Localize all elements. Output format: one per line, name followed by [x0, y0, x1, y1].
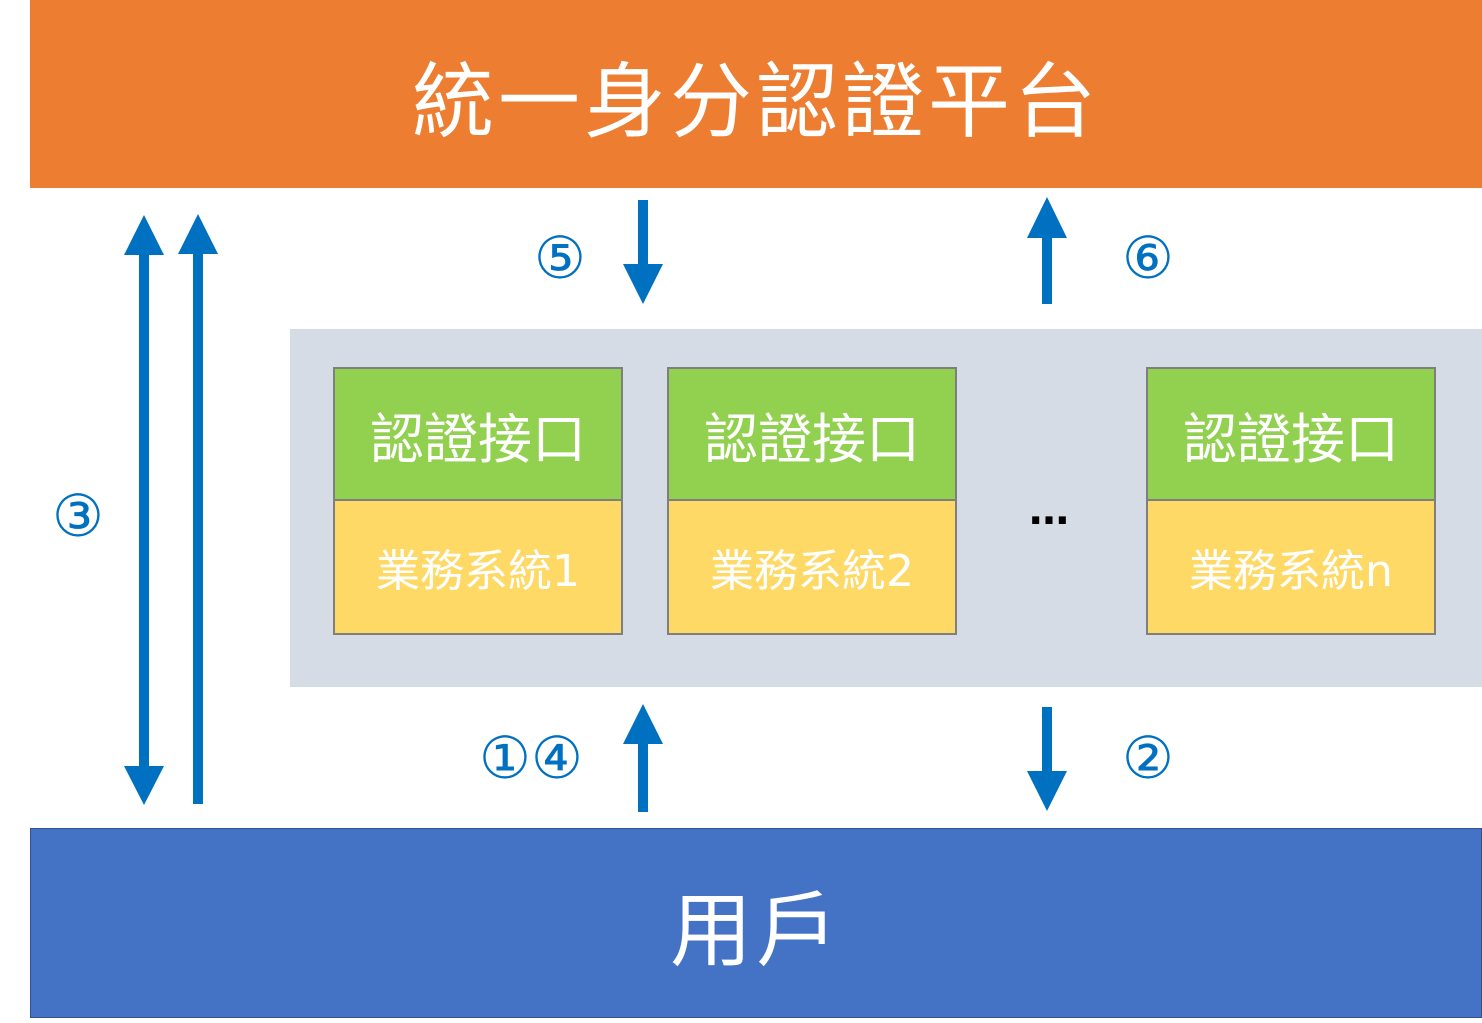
step-5-label: ⑤: [534, 224, 586, 292]
user-box: 用戶: [30, 828, 1482, 1018]
step-1-4-label: ①④: [479, 724, 583, 792]
arrow-step-2-head: [1027, 771, 1067, 811]
step-6-label: ⑥: [1122, 224, 1174, 292]
auth-interface-label: 認證接口: [1183, 407, 1399, 471]
auth-interface-n: 認證接口: [1146, 367, 1436, 501]
arrow-user-to-platform-head: [178, 214, 218, 254]
auth-interface-1: 認證接口: [333, 367, 623, 501]
step-3-label: ③: [52, 482, 104, 550]
arrow-step-3-head-up: [124, 215, 164, 255]
step-2-label: ②: [1122, 724, 1174, 792]
auth-interface-label: 認證接口: [370, 407, 586, 471]
auth-interface-label: 認證接口: [704, 407, 920, 471]
user-label: 用戶: [669, 883, 842, 979]
platform-label: 統一身分認證平台: [411, 54, 1100, 150]
business-system-label: 業務系統2: [710, 546, 914, 597]
arrow-step-5-head: [623, 264, 663, 304]
ellipsis: …: [1029, 488, 1071, 534]
identity-platform-box: 統一身分認證平台: [30, 0, 1482, 188]
auth-interface-2: 認證接口: [667, 367, 957, 501]
business-system-1: 認證接口 業務系統1: [333, 367, 623, 635]
business-system-2: 認證接口 業務系統2: [667, 367, 957, 635]
business-system-label: 業務系統n: [1189, 546, 1393, 597]
business-system-n: 認證接口 業務系統n: [1146, 367, 1436, 635]
arrow-step-6-head: [1027, 197, 1067, 238]
business-system-block-2: 業務系統2: [667, 501, 957, 635]
business-system-block-1: 業務系統1: [333, 501, 623, 635]
business-system-label: 業務系統1: [376, 546, 580, 597]
arrow-step-3-head-down: [124, 766, 164, 805]
business-system-block-n: 業務系統n: [1146, 501, 1436, 635]
arrow-step-14-head: [623, 704, 663, 744]
